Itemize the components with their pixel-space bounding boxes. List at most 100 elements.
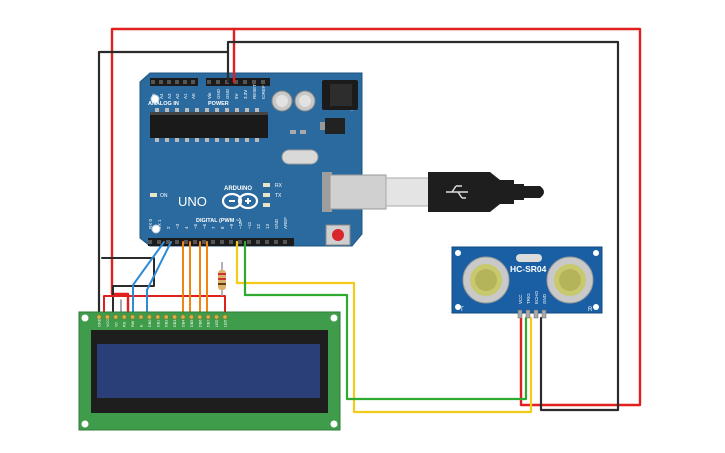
power-pin[interactable] [234, 80, 238, 84]
usb-icon [446, 185, 468, 199]
power-pin[interactable] [243, 80, 247, 84]
analog-in-label: ANALOG IN [148, 101, 179, 107]
lcd-pin-label: VCC [106, 319, 110, 327]
digital-pin-label: RX 0 [148, 218, 153, 229]
sensor-pin[interactable] [533, 309, 539, 319]
sensor-pin[interactable] [517, 309, 523, 319]
wire-trig-green [243, 240, 528, 401]
digital-pin-label: TX 1 [157, 219, 162, 229]
power-pin-label: 5V [234, 93, 239, 99]
digital-pin-label: 2 [166, 226, 171, 229]
lcd-pin-label: RW [131, 320, 135, 327]
power-pin[interactable] [261, 80, 265, 84]
analog-pin-label: A5 [151, 93, 156, 99]
power-pin[interactable] [252, 80, 256, 84]
lcd-pin[interactable] [146, 314, 152, 320]
lcd-pin[interactable] [214, 314, 220, 320]
lcd-pin[interactable] [180, 314, 186, 320]
power-pin[interactable] [207, 80, 211, 84]
resistor [218, 262, 226, 296]
analog-pin-label: A1 [183, 93, 188, 99]
rx-label: RX [275, 183, 283, 189]
wire-5v-red [232, 27, 642, 407]
digital-pin[interactable] [274, 240, 278, 244]
lcd-screen [97, 344, 320, 398]
arduino-uno-board: RX TX ON UNO ARDUINO ANALOG IN POWER DIG… [139, 72, 363, 247]
lcd-pin[interactable] [113, 314, 119, 320]
lcd-pin[interactable] [96, 314, 102, 320]
lcd-pin[interactable] [121, 314, 127, 320]
digital-pin[interactable] [202, 240, 206, 244]
wire-led-red [103, 295, 226, 314]
digital-pin[interactable] [184, 240, 188, 244]
on-label: ON [160, 193, 168, 199]
digital-pin[interactable] [247, 240, 251, 244]
digital-pin-label: ~6 [202, 223, 207, 229]
lcd-pin-label: DB4 [182, 320, 186, 327]
digital-pin-label: ~10 [238, 221, 243, 229]
lcd-pin-label: V0 [114, 322, 118, 327]
digital-pin-label: ~9 [229, 223, 234, 229]
analog-pin[interactable] [167, 80, 171, 84]
lcd-pin-label: DB6 [198, 320, 202, 327]
sensor-corner-left: T [460, 307, 464, 313]
digital-pin[interactable] [256, 240, 260, 244]
sensor-pin[interactable] [525, 309, 531, 319]
digital-pin[interactable] [157, 240, 161, 244]
lcd-pin-label: DB1 [156, 320, 160, 327]
analog-pin[interactable] [183, 80, 187, 84]
lcd-pin[interactable] [130, 314, 136, 320]
analog-pin-label: A0 [191, 93, 196, 99]
lcd-pin[interactable] [104, 314, 110, 320]
microcontroller-chip [150, 112, 268, 138]
crystal-oscillator [281, 149, 319, 165]
analog-pin-label: A4 [159, 93, 164, 99]
power-pin[interactable] [216, 80, 220, 84]
lcd-pin-label: DB7 [207, 320, 211, 327]
digital-pin[interactable] [283, 240, 287, 244]
digital-pin[interactable] [238, 240, 242, 244]
analog-pin[interactable] [175, 80, 179, 84]
wire-gnd-black-lcd [97, 50, 230, 315]
analog-pin-label: A2 [175, 93, 180, 99]
sensor-pin-label: ECHO [534, 290, 539, 304]
lcd-pin[interactable] [172, 314, 178, 320]
lcd-pin[interactable] [188, 314, 194, 320]
wire-e-blue [146, 241, 172, 314]
digital-pin-label: 4 [184, 226, 189, 229]
lcd-pin-label: GND [98, 318, 102, 327]
lcd-pin[interactable] [155, 314, 161, 320]
usb-cable [322, 172, 544, 212]
digital-pin[interactable] [175, 240, 179, 244]
wire-echo-yellow [235, 240, 533, 414]
lcd-pin[interactable] [138, 314, 144, 320]
analog-pin[interactable] [159, 80, 163, 84]
wire-gnd-black [226, 40, 620, 412]
lcd-pin[interactable] [222, 314, 228, 320]
arduino-logo-icon [221, 192, 259, 210]
power-pin-label: GND [216, 88, 221, 99]
lcd-pin-label: DB0 [148, 320, 152, 327]
lcd-pin[interactable] [205, 314, 211, 320]
brand-label: ARDUINO [224, 186, 252, 192]
digital-pin[interactable] [265, 240, 269, 244]
transducer-right [546, 256, 594, 304]
digital-pin[interactable] [193, 240, 197, 244]
lcd-pin[interactable] [197, 314, 203, 320]
lcd-pin[interactable] [163, 314, 169, 320]
sensor-pin[interactable] [541, 309, 547, 319]
digital-pin[interactable] [220, 240, 224, 244]
board-model-label: UNO [178, 194, 207, 209]
digital-pin[interactable] [148, 240, 152, 244]
digital-pin[interactable] [229, 240, 233, 244]
digital-pin[interactable] [166, 240, 170, 244]
digital-pin[interactable] [211, 240, 215, 244]
analog-pin[interactable] [191, 80, 195, 84]
digital-pin-label: GND [274, 218, 279, 229]
power-pin-label: RESET [252, 84, 257, 99]
analog-pin[interactable] [151, 80, 155, 84]
